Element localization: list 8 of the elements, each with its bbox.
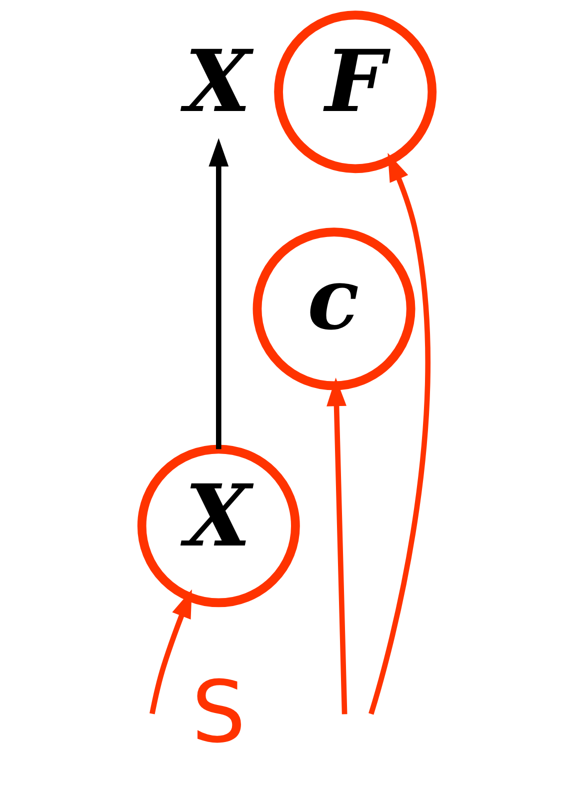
node-circle: X bbox=[137, 444, 300, 608]
arrow bbox=[150, 589, 192, 714]
node-circle: c bbox=[252, 228, 416, 390]
arrow bbox=[208, 138, 229, 450]
label: S bbox=[192, 664, 246, 763]
node-circle: F bbox=[274, 10, 437, 174]
arrow bbox=[368, 152, 430, 715]
arrow bbox=[326, 378, 348, 714]
